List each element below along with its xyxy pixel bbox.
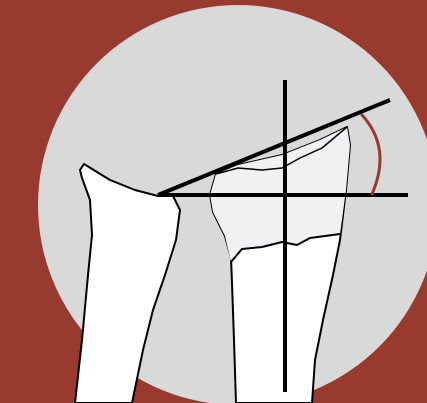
bone-angle-diagram bbox=[0, 0, 427, 403]
illustration-canvas bbox=[0, 0, 427, 403]
